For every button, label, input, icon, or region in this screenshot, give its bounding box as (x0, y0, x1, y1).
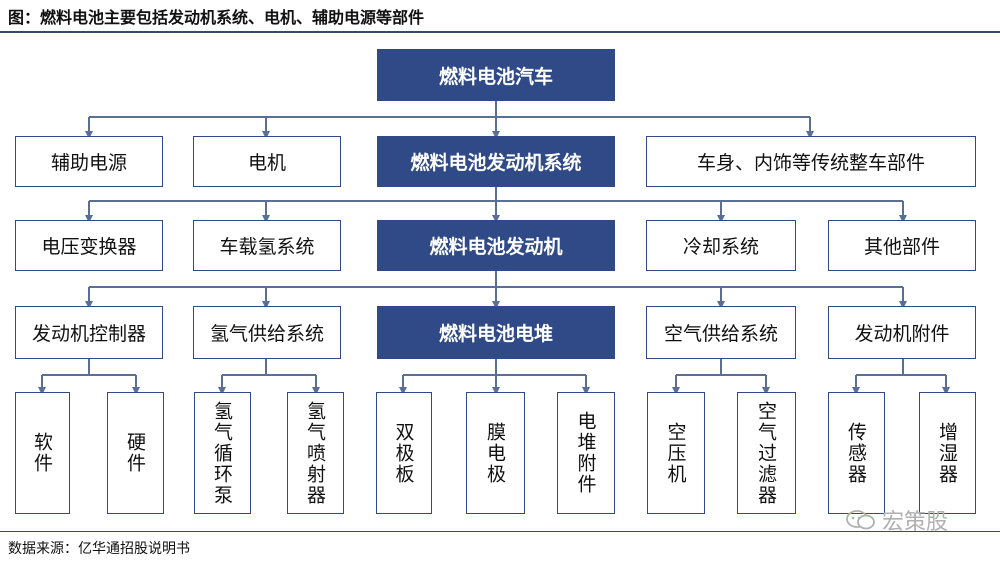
node-body-parts: 车身、内饰等传统整车部件 (646, 136, 976, 187)
node-aux-power: 辅助电源 (15, 136, 163, 187)
node-stack-accessories: 电堆附件 (557, 392, 615, 514)
node-h2-storage: 车载氢系统 (193, 220, 341, 271)
node-motor: 电机 (193, 136, 341, 187)
node-bipolar-plate: 双极板 (376, 392, 432, 514)
node-air-filter: 空气过滤器 (737, 392, 796, 514)
top-rule (0, 31, 1000, 33)
node-fuel-cell-vehicle: 燃料电池汽车 (377, 49, 615, 101)
node-air-compressor: 空压机 (647, 392, 705, 514)
node-h2-injector: 氢气喷射器 (287, 392, 344, 514)
node-hardware: 硬件 (107, 392, 164, 514)
node-stack: 燃料电池电堆 (377, 306, 615, 359)
watermark-text: 宏策股 (882, 510, 949, 535)
node-dc-converter: 电压变换器 (15, 220, 163, 271)
node-cooling: 冷却系统 (646, 220, 796, 271)
node-humidifier: 增湿器 (919, 392, 976, 514)
node-engine-accessories: 发动机附件 (828, 306, 976, 359)
node-engine: 燃料电池发动机 (377, 220, 615, 271)
node-engine-system: 燃料电池发动机系统 (377, 136, 615, 187)
node-engine-controller: 发动机控制器 (15, 306, 163, 359)
node-membrane-electrode: 膜电极 (466, 392, 525, 514)
node-air-supply: 空气供给系统 (646, 306, 796, 359)
node-other-parts: 其他部件 (828, 220, 976, 271)
node-sensor: 传感器 (828, 392, 885, 514)
node-software: 软件 (15, 392, 70, 514)
bottom-rule (0, 531, 1000, 532)
watermark: 宏策股 (846, 504, 948, 536)
figure-title: 图：燃料电池主要包括发动机系统、电机、辅助电源等部件 (8, 8, 425, 27)
chat-bubble-icon (846, 510, 875, 530)
source-note: 数据来源：亿华通招股说明书 (8, 541, 190, 557)
node-h2-pump: 氢气循环泵 (194, 392, 251, 514)
node-h2-supply: 氢气供给系统 (193, 306, 341, 359)
